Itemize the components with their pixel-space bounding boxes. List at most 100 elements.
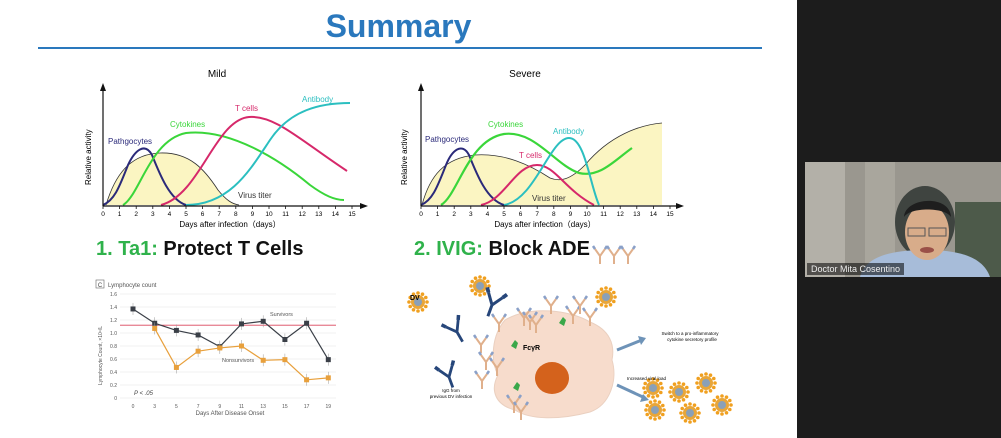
y-tick-label: 0 [114,396,117,402]
participant-name-label: Doctor Mita Cosentino [807,263,905,275]
severe-virus-curve [421,122,663,206]
participant-video-tile[interactable]: Doctor Mita Cosentino [805,162,1001,277]
virus-spike [662,408,666,412]
mild-ylabel: Relative activity [84,129,93,185]
virus-icon [679,402,701,424]
virus-spike [608,302,613,307]
data-point [239,343,244,349]
virus-spike [668,390,672,394]
virus-icon [668,381,690,403]
virus-spike [655,393,660,398]
antibody-arm [581,307,599,312]
antibody-stem [515,404,527,420]
virus-spike [613,295,617,299]
mild-virus-curve [105,152,240,206]
virus-spike [699,373,704,378]
y-tick-label: 1.6 [110,292,117,298]
antibody-stem [486,292,504,317]
severe-label-antibody: Antibody [553,127,584,136]
virus-spike [604,304,608,308]
x-tick-label: 10 [265,211,273,218]
virus-icon [469,275,491,297]
virus-spike [660,403,665,408]
x-tick-label: 12 [617,211,625,218]
data-point [304,377,310,383]
virus-core [702,379,710,387]
virus-spike [411,292,416,297]
virus-spike [482,276,487,281]
antibody-arm [591,245,609,250]
virus-spike [688,420,692,424]
virus-spike [651,395,655,399]
antibody-arm [605,245,623,250]
virus-spike [611,290,616,295]
lymph-xlabel: Days After Disease Onset [196,411,265,417]
x-tick-label: 15 [348,211,356,218]
severe-phagocytes-curve [420,147,505,206]
antibody-arm [488,357,506,362]
antibody-stem [574,298,586,314]
antibody-icon [619,245,637,264]
virus-spike [704,390,708,394]
antibody-arm [505,394,523,399]
virus-spike [469,284,473,288]
virus-spike [695,406,700,411]
mild-phagocytes-curve [102,147,187,206]
severe-tcells-curve [480,163,595,206]
antibody-arm [485,286,509,300]
antibody-arm [564,305,582,310]
data-point [173,327,179,333]
virus-spike [729,403,733,407]
x-tick-label: 0 [101,211,105,218]
virus-core [476,282,484,290]
antibody-stem [545,298,557,314]
y-tick-label: 0.8 [110,344,117,350]
virus-spike [416,291,420,295]
x-tick-label: 11 [282,211,289,218]
virus-spike [680,406,685,411]
data-point [260,357,266,363]
antibody-icon [515,307,533,326]
x-tick-label: 0 [419,211,423,218]
ade-label-dv: DV [410,295,420,302]
ade-diagram: DV FcγR IgG from previous DV infection S… [407,275,733,424]
participant-video [805,162,1001,277]
x-tick-label: 10 [583,211,591,218]
mild-label-phagocytes: Pathgocytes [108,137,152,146]
virus-spike [720,394,724,398]
heading-ta1-accent: 1. Ta1: [96,238,158,260]
virus-core [602,293,610,301]
x-tick-label: 7 [535,211,539,218]
antibody-stem [445,319,464,343]
x-tick-label: 11 [239,404,244,410]
mild-tcells-curve [160,115,348,206]
virus-spike [692,403,697,408]
severe-ylabel: Relative activity [400,129,409,185]
severe-chart: Severe Pathgocytes Cytokines Antibody T … [400,69,684,229]
lymph-ylabel: Lymphocyte Count, ×10⁹/L [98,326,104,385]
antibody-icon [473,370,491,389]
x-tick-label: 3 [469,211,473,218]
severe-cytokines-curve [440,132,633,206]
virus-spike [648,400,653,405]
antibody-arm [490,313,508,318]
virus-spike [646,393,651,398]
virus-spike [672,397,677,402]
antibody-arm [515,307,533,312]
antibody-arm [433,360,456,372]
x-tick-label: 8 [234,211,238,218]
arrow-switch [616,338,643,352]
antibody-icon [581,307,599,326]
severe-label-phagocytes: Pathgocytes [425,135,469,144]
virus-spike [643,381,648,386]
antibody-icon [440,314,464,343]
virus-spike [655,378,660,383]
x-tick-label: 7 [217,211,221,218]
virus-spike [683,403,688,408]
presentation-slide: Summary Mild Pathgocytes Cytokines T cel… [0,0,797,438]
fc-receptor-icon [513,382,520,391]
virus-core [686,409,694,417]
antibody-arm [512,401,530,406]
video-panel: Doctor Mita Cosentino [797,0,1001,438]
virus-spike [596,290,601,295]
